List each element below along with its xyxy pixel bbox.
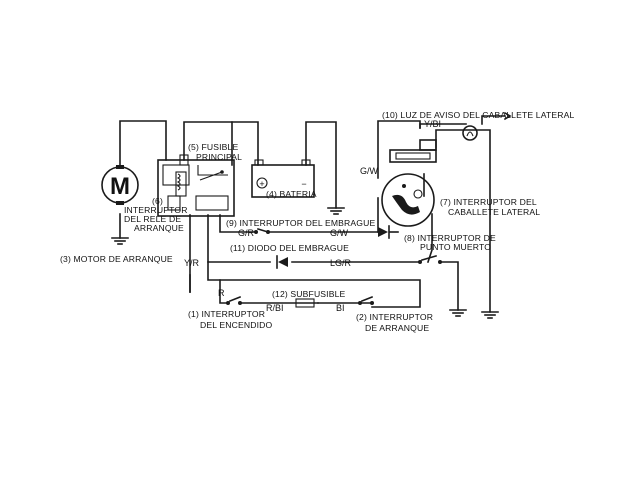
battery: + − xyxy=(251,159,315,198)
wire-code-g-w-sidestand: G/W xyxy=(360,166,379,176)
clutch-switch-icon xyxy=(254,228,270,234)
sidestand-indicator-lamp-icon xyxy=(462,111,512,141)
ignition-switch-icon xyxy=(226,295,242,305)
starter-motor-label: (3) MOTOR DE ARRANQUE xyxy=(60,254,173,264)
motor-ground-icon xyxy=(111,237,129,245)
wire-code-y-r: Y/R xyxy=(184,258,200,268)
neutral-switch-label-line-1: (8) INTERRUPTOR DE xyxy=(404,233,496,243)
battery-minus-sign: − xyxy=(301,179,306,189)
main-fuse-icon xyxy=(179,154,189,166)
clutch-diode-11-icon xyxy=(276,255,288,269)
relay-label-line-1: (6) xyxy=(152,196,163,206)
subfuse-icon xyxy=(295,298,315,308)
clutch-diode-9-icon xyxy=(378,225,390,239)
sidestand-switch xyxy=(381,139,437,227)
relay-label-line-3: DEL RELE DE xyxy=(124,214,181,224)
sidestand-switch-label-line-1: (7) INTERRUPTOR DEL xyxy=(440,197,537,207)
clutch-switch-label: (9) INTERRUPTOR DEL EMBRAGUE xyxy=(226,218,375,228)
neutral-switch-icon xyxy=(418,255,442,264)
battery-label: (4) BATERIA xyxy=(266,189,317,199)
start-switch-label-line-1: (2) INTERRUPTOR xyxy=(356,312,433,322)
motor-symbol-letter: M xyxy=(110,173,130,200)
indicator-lamp-label: (10) LUZ DE AVISO DEL CABALLETE LATERAL xyxy=(382,110,575,120)
wire-code-y-bi: Y/BI xyxy=(424,119,441,129)
starter-relay-switch xyxy=(157,159,235,217)
ignition-switch-label-line-2: DEL ENCENDIDO xyxy=(200,320,272,330)
wire-code-g-w-clutch: G/W xyxy=(330,228,349,238)
main-fuse-label-line-1: (5) FUSIBLE xyxy=(188,142,238,152)
relay-label-line-4: ARRANQUE xyxy=(134,223,184,233)
neutral-switch-label-line-2: PUNTO MUERTO xyxy=(420,242,491,252)
relay-label-line-2: INTERRUPTOR xyxy=(124,205,188,215)
wire-code-r-bi: R/BI xyxy=(266,303,284,313)
battery-ground-icon xyxy=(327,207,345,215)
sidestand-switch-label-line-2: CABALLETE LATERAL xyxy=(448,207,540,217)
ignition-switch-label-line-1: (1) INTERRUPTOR xyxy=(188,309,265,319)
wire-code-bi: BI xyxy=(336,303,345,313)
start-switch-icon xyxy=(358,295,374,305)
wire-code-r: R xyxy=(218,288,225,298)
sidestand-ground-icon xyxy=(481,311,499,319)
subfuse-label: (12) SUBFUSIBLE xyxy=(272,289,346,299)
starter-motor: M xyxy=(101,165,139,205)
neutral-ground-icon xyxy=(449,309,467,317)
clutch-diode-label: (11) DIODO DEL EMBRAGUE xyxy=(230,243,349,253)
start-switch-label-line-2: DE ARRANQUE xyxy=(365,323,429,333)
wire-code-lg-r: LG/R xyxy=(330,258,352,268)
battery-plus-sign: + xyxy=(259,179,264,189)
wire-code-g-r: G/R xyxy=(238,228,255,238)
main-fuse-label-line-2: PRINCIPAL xyxy=(196,152,242,162)
